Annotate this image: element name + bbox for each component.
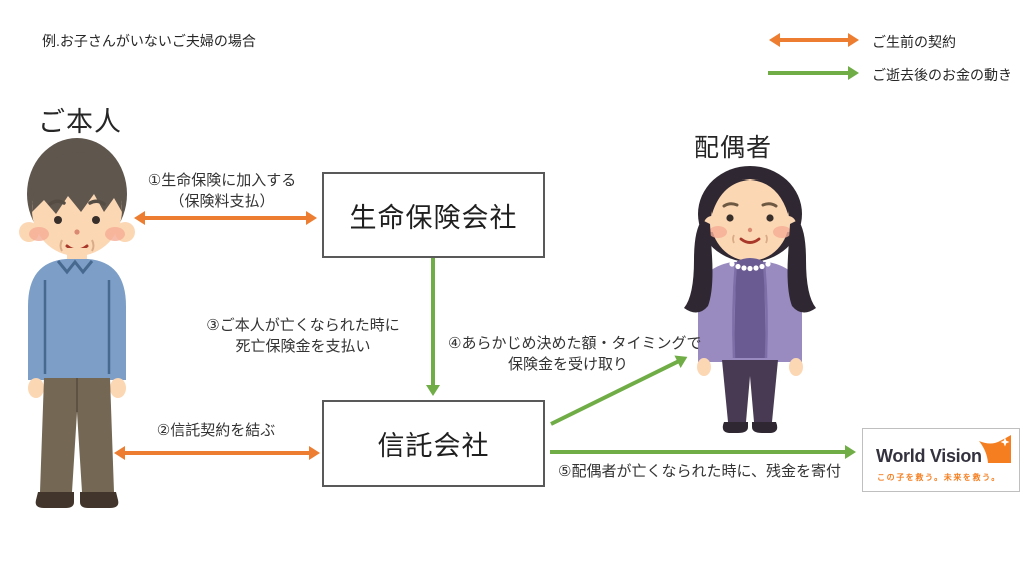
legend-lifetime-label: ご生前の契約 [872,34,956,50]
step3-arrow-icon [426,258,440,396]
green-arrow-icon [768,66,859,80]
step5-arrow-icon [550,445,856,459]
step3-label: ③ご本人が亡くなられた時に 死亡保険金を支払い [206,317,400,355]
world-vision-tagline: この子を救う。未来を救う。 [877,473,1001,482]
legend-afterdeath-label: ご逝去後のお金の動き [872,67,1012,83]
step5-label: ⑤配偶者が亡くなられた時に、残金を寄付 [558,463,841,480]
step1-label: ①生命保険に加入する （保険料支払） [147,172,297,210]
spouse-illustration [684,166,816,433]
step2-arrow-icon [114,446,320,460]
person-illustration [19,138,135,508]
world-vision-flag-icon [979,435,1011,463]
world-vision-name: World Vision [876,446,982,466]
spouse-label: 配偶者 [694,134,773,162]
insurance-company-box: 生命保険会社 [322,172,545,258]
step4-label: ④あらかじめ決めた額・タイミングで 保険金を受け取り [448,335,702,373]
example-note: 例.お子さんがいないご夫婦の場合 [42,33,256,49]
orange-double-arrow-icon [769,33,859,47]
world-vision-logo: World Vision この子を救う。未来を救う。 [862,428,1020,492]
step2-label: ②信託契約を結ぶ [156,422,276,439]
person-label: ご本人 [38,107,122,137]
step1-arrow-icon [134,211,317,225]
trust-company-box: 信託会社 [322,400,545,487]
